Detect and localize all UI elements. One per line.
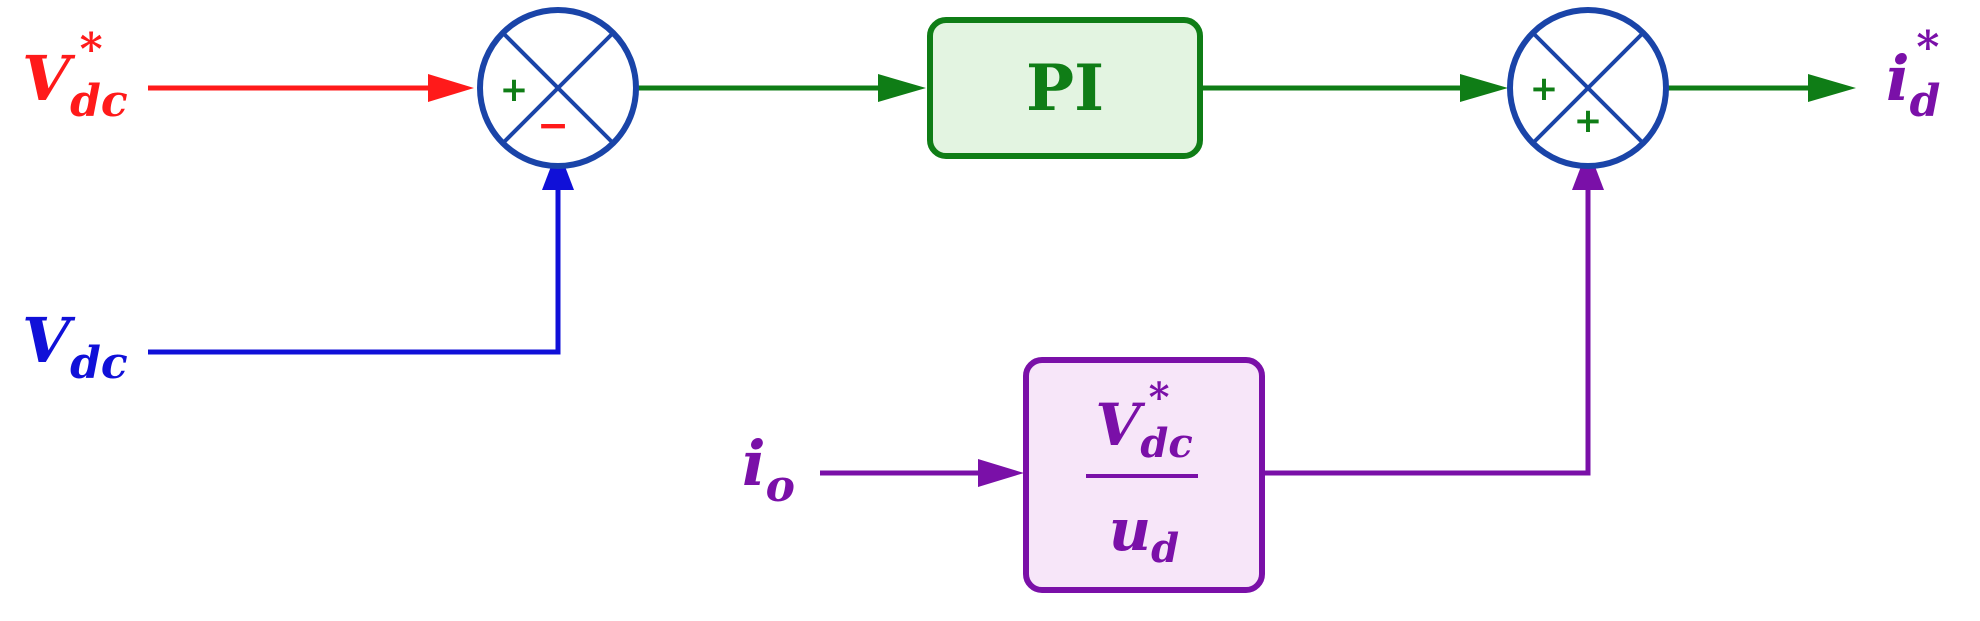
summer2-sign-top: +	[1530, 69, 1559, 109]
arrowhead-io	[978, 459, 1024, 487]
arrowhead-pi-out	[1460, 74, 1508, 102]
arrowhead-output	[1808, 74, 1856, 102]
feedforward-block: Vdc* ud	[1023, 357, 1265, 593]
label-id-ref: id*	[1886, 22, 1940, 127]
wire-feedforward	[1262, 185, 1591, 476]
summing-junction-output: + +	[1507, 7, 1669, 169]
arrowhead-vdc-ref	[428, 74, 474, 102]
summer1-sign-top: +	[500, 70, 529, 110]
summing-junction-error: + −	[477, 7, 639, 169]
feedforward-numerator: Vdc*	[1095, 374, 1192, 467]
pi-label: PI	[1026, 51, 1104, 126]
arrowhead-error	[878, 74, 926, 102]
wire-vdc	[148, 185, 561, 355]
summer1-sign-bottom: −	[537, 103, 569, 147]
label-io: io	[742, 427, 795, 512]
label-vdc: Vdc	[22, 304, 128, 389]
feedforward-denominator: ud	[1109, 496, 1179, 572]
summer2-sign-bottom: +	[1574, 101, 1603, 141]
pi-controller-block: PI	[927, 17, 1203, 159]
label-vdc-ref: Vdc*	[22, 24, 128, 127]
